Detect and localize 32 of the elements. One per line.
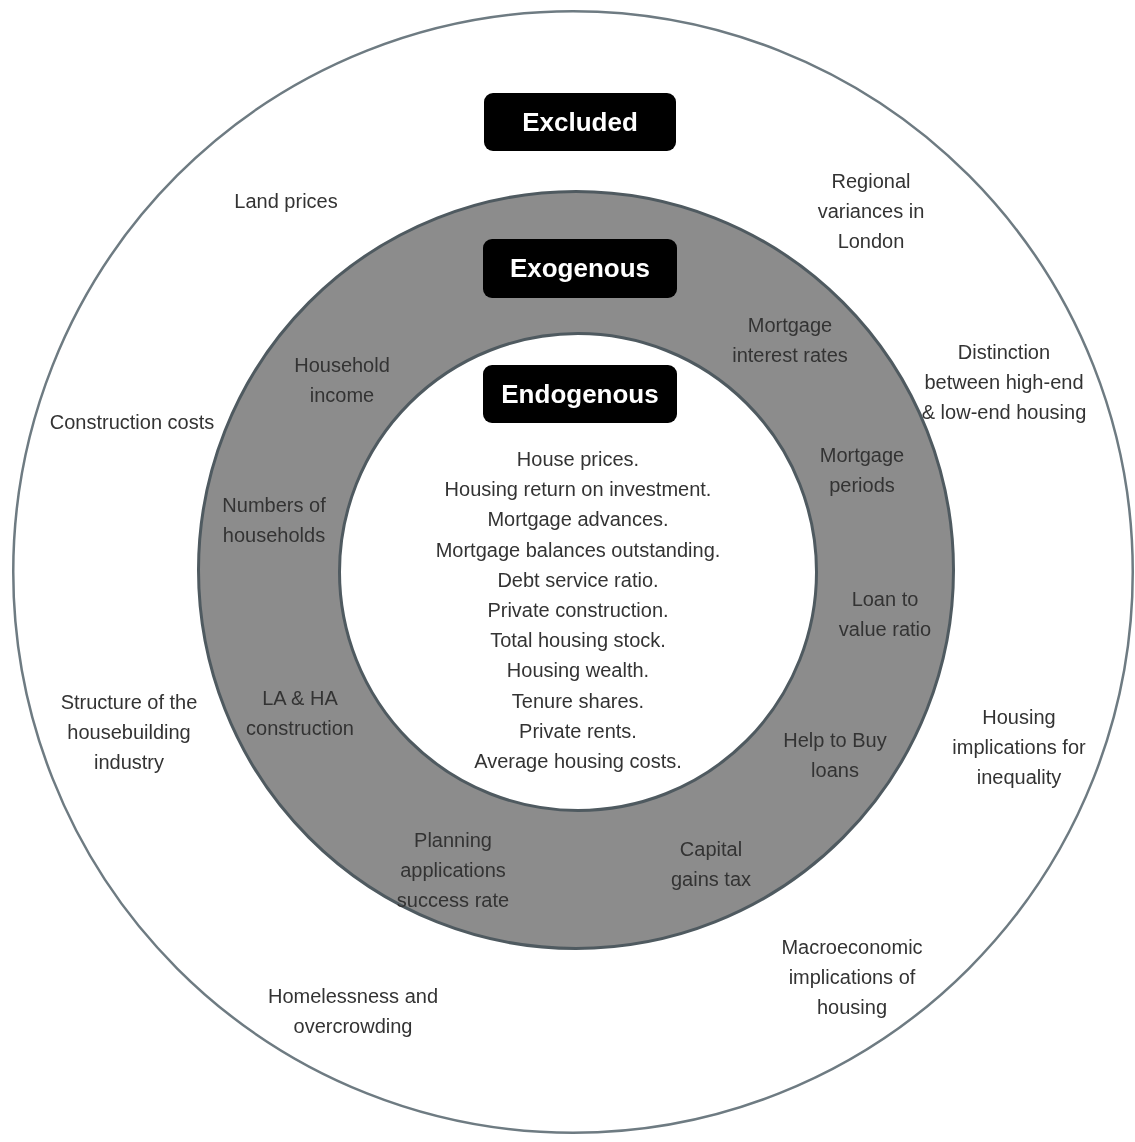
factor-label: Capital gains tax [669,837,753,892]
variable-label: House prices. [516,447,640,472]
factor-label: Macroeconomic implications of housing [780,935,924,1020]
factor-label: Homelessness and overcrowding [266,984,440,1039]
factor-label: Help to Buy loans [782,728,888,783]
variable-label: Housing wealth. [506,658,650,684]
factor-label: Mortgage interest rates [731,313,849,368]
factor-label: LA & HA construction [245,686,355,741]
variable-label: Mortgage balances outstanding. [435,537,721,563]
variable-label: Housing return on investment. [444,477,712,503]
variable-label: Private construction. [487,598,669,623]
variable-label: Tenure shares. [511,688,645,714]
variable-label: Mortgage advances. [487,507,669,533]
heading-badge: Excluded [484,93,676,151]
factor-label: Regional variances in London [816,169,926,254]
variable-label: Debt service ratio. [497,567,659,593]
factor-label: Numbers of households [221,493,327,548]
factor-label: Land prices [233,189,339,214]
factor-label: Loan to value ratio [837,587,933,642]
variable-label: Total housing stock. [490,628,666,654]
factor-label: Distinction between high-end & low-end housing [920,340,1088,425]
factor-label: Construction costs [48,410,216,435]
outer-circle [12,10,1134,1134]
factor-label: Planning applications success rate [395,828,511,913]
variable-label: Average housing costs. [474,749,682,775]
factor-label: Mortgage periods [818,443,906,498]
variable-label: Private rents. [519,718,637,744]
factor-label: Housing implications for inequality [951,705,1087,790]
heading-badge: Exogenous [483,239,677,298]
factor-label: Household income [293,353,391,408]
factor-label: Structure of the housebuilding industry [59,690,199,775]
heading-badge: Endogenous [483,365,677,423]
